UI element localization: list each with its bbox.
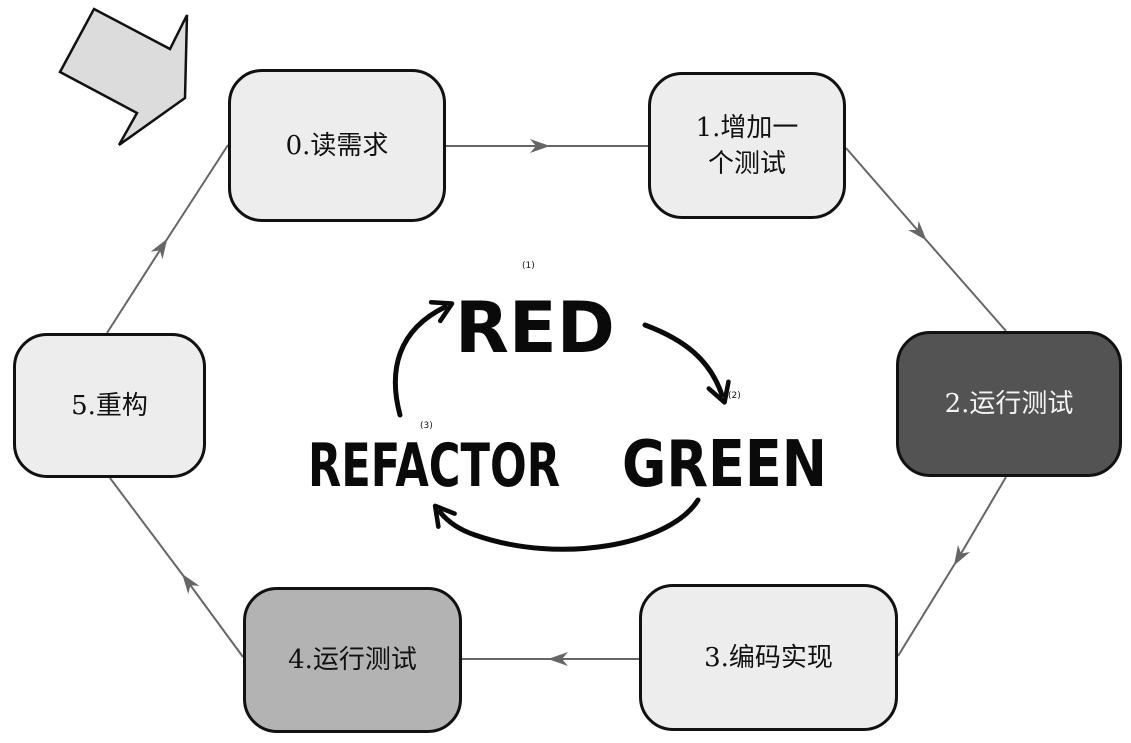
sketch-arrow-refactor-to-red bbox=[392, 299, 455, 418]
edge-2-to-3 bbox=[897, 476, 1007, 657]
red-green-refactor-sketch: RED (1) GREEN (2) REFACTOR (3) bbox=[308, 261, 827, 552]
sketch-arrow-green-to-refactor bbox=[432, 497, 701, 552]
edge-4-to-5 bbox=[109, 477, 244, 658]
step-5-label: 5.重构 bbox=[71, 390, 148, 421]
step-2-run-tests[interactable]: 2.运行测试 bbox=[896, 331, 1122, 477]
step-0-read-requirements[interactable]: 0.读需求 bbox=[228, 69, 446, 222]
edge-5-to-0 bbox=[106, 144, 229, 334]
sketch-word-green: GREEN bbox=[622, 428, 827, 502]
step-4-run-tests[interactable]: 4.运行测试 bbox=[243, 587, 462, 733]
start-arrow-icon bbox=[58, 7, 189, 147]
step-3-label: 3.编码实现 bbox=[704, 642, 833, 673]
sketch-arrow-red-to-green bbox=[642, 322, 731, 405]
step-4-label: 4.运行测试 bbox=[288, 645, 417, 675]
sketch-index-green: (2) bbox=[728, 391, 741, 401]
step-5-refactor[interactable]: 5.重构 bbox=[13, 333, 206, 478]
step-1-add-test[interactable]: 1.增加一 个测试 bbox=[648, 72, 846, 219]
step-2-label: 2.运行测试 bbox=[944, 389, 1074, 419]
sketch-index-red: (1) bbox=[522, 261, 535, 271]
step-1-label: 1.增加一 个测试 bbox=[695, 112, 799, 179]
sketch-word-refactor: REFACTOR bbox=[308, 431, 560, 501]
sketch-word-red: RED bbox=[455, 287, 615, 369]
edge-1-to-2 bbox=[845, 147, 1007, 332]
step-0-label: 0.读需求 bbox=[285, 130, 389, 161]
step-3-implement-code[interactable]: 3.编码实现 bbox=[639, 584, 898, 731]
sketch-index-refactor: (3) bbox=[420, 421, 433, 431]
